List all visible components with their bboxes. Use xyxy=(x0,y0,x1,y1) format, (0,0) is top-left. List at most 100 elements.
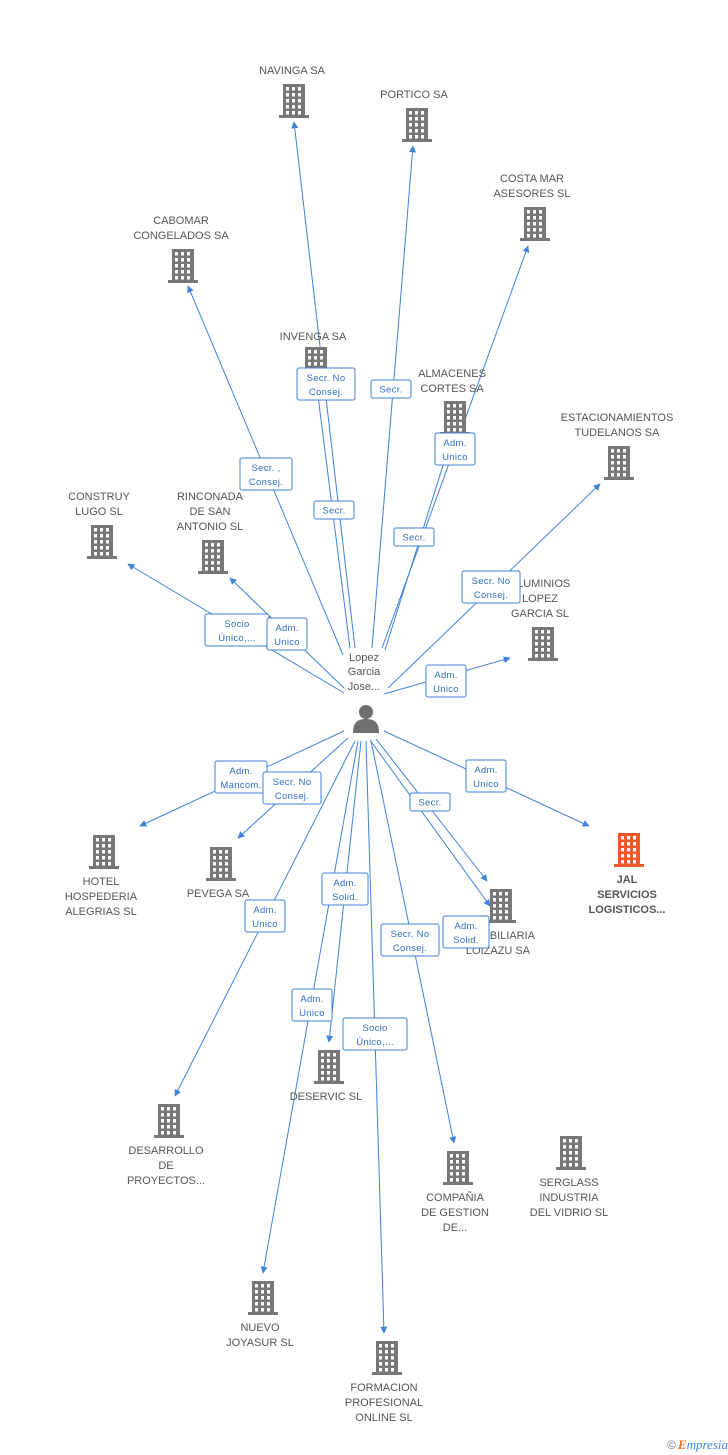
company-node-hotel[interactable]: HOTEL HOSPEDERIA ALEGRIAS SL xyxy=(65,835,138,918)
edge-role-label-costa-mar[interactable]: Adm.Unico xyxy=(434,432,476,466)
building-icon[interactable] xyxy=(206,847,236,881)
building-icon[interactable] xyxy=(443,1151,473,1185)
building-icon[interactable] xyxy=(198,540,228,574)
company-label-nuevo-joyasur-line-1[interactable]: NUEVO xyxy=(240,1322,280,1334)
building-icon[interactable] xyxy=(154,1104,184,1138)
company-label-serglass-line-3[interactable]: DEL VIDRIO SL xyxy=(530,1207,608,1219)
edge-role-label-formacion[interactable]: SocioÚnico,... xyxy=(342,1017,408,1051)
edge-role-label-construy[interactable]: SocioÚnico,... xyxy=(204,613,270,647)
company-label-deservic-line-1[interactable]: DESERVIC SL xyxy=(290,1091,363,1103)
company-label-aluminios-line-1[interactable]: ALUMINIOS xyxy=(510,578,571,590)
edge-role-label-aluminios[interactable]: Adm.Unico xyxy=(425,664,467,698)
company-node-almacenes[interactable]: ALMACENES CORTES SA xyxy=(418,368,486,435)
company-label-hotel-line-3[interactable]: ALEGRIAS SL xyxy=(65,906,137,918)
edge-role-label-almacenes[interactable]: Secr. xyxy=(393,527,435,547)
company-node-deservic[interactable]: DESERVIC SL xyxy=(290,1050,363,1103)
company-label-formacion-line-3[interactable]: ONLINE SL xyxy=(355,1412,412,1424)
building-icon[interactable] xyxy=(314,1050,344,1084)
company-node-jal[interactable]: JAL SERVICIOS LOGISTICOS... xyxy=(588,833,666,916)
edge-role-label-cabomar[interactable]: Secr. ,Consej. xyxy=(239,457,293,491)
company-node-formacion[interactable]: FORMACION PROFESIONAL ONLINE SL xyxy=(345,1341,423,1424)
company-node-aluminios[interactable]: ALUMINIOS LOPEZ GARCIA SL xyxy=(510,578,571,661)
company-label-desarrollo-line-1[interactable]: DESARROLLO xyxy=(128,1145,204,1157)
building-icon[interactable] xyxy=(372,1341,402,1375)
company-label-cabomar-line-1[interactable]: CABOMAR xyxy=(153,215,209,227)
company-label-almacenes-line-2[interactable]: CORTES SA xyxy=(420,383,484,395)
building-icon[interactable] xyxy=(248,1281,278,1315)
company-label-compania-line-1[interactable]: COMPAÑIA xyxy=(426,1191,485,1204)
center-person-node[interactable]: Lopez Garcia Jose... xyxy=(348,652,381,733)
edge-role-label-invenga[interactable]: Secr. xyxy=(313,500,355,520)
company-node-portico[interactable]: PORTICO SA xyxy=(380,89,448,142)
edge-role-label-hotel[interactable]: Adm.Mancom. xyxy=(214,760,268,794)
company-label-almacenes-line-1[interactable]: ALMACENES xyxy=(418,368,486,380)
company-label-construy-line-2[interactable]: LUGO SL xyxy=(75,506,123,518)
company-node-pevega[interactable]: PEVEGA SA xyxy=(187,847,250,900)
edge-role-label-inmobiliaria[interactable]: Adm.Solid. xyxy=(442,915,490,949)
company-label-serglass-line-1[interactable]: SERGLASS xyxy=(539,1177,598,1189)
company-label-jal-line-2[interactable]: SERVICIOS xyxy=(597,889,657,901)
company-label-hotel-line-1[interactable]: HOTEL xyxy=(83,876,120,888)
building-icon[interactable] xyxy=(486,889,516,923)
company-node-desarrollo[interactable]: DESARROLLO DE PROYECTOS... xyxy=(127,1104,205,1187)
company-label-nuevo-joyasur-line-2[interactable]: JOYASUR SL xyxy=(226,1337,294,1349)
company-label-formacion-line-2[interactable]: PROFESIONAL xyxy=(345,1397,423,1409)
building-icon-highlight[interactable] xyxy=(614,833,644,867)
company-node-serglass[interactable]: SERGLASS INDUSTRIA DEL VIDRIO SL xyxy=(530,1136,608,1219)
edge-role-label-nuevo-joyasur[interactable]: Adm.Unico xyxy=(291,988,333,1022)
company-node-nuevo-joyasur[interactable]: NUEVO JOYASUR SL xyxy=(226,1281,294,1349)
company-label-formacion-line-1[interactable]: FORMACION xyxy=(350,1382,417,1394)
company-label-hotel-line-2[interactable]: HOSPEDERIA xyxy=(65,891,138,903)
building-icon[interactable] xyxy=(440,401,470,435)
building-icon[interactable] xyxy=(604,446,634,480)
building-icon[interactable] xyxy=(520,207,550,241)
company-label-portico-line-1[interactable]: PORTICO SA xyxy=(380,89,448,101)
person-icon[interactable] xyxy=(353,705,379,733)
company-label-costa-mar-line-1[interactable]: COSTA MAR xyxy=(500,173,564,185)
company-label-pevega-line-1[interactable]: PEVEGA SA xyxy=(187,888,250,900)
company-label-rinconada-line-3[interactable]: ANTONIO SL xyxy=(177,521,243,533)
company-label-desarrollo-line-2[interactable]: DE xyxy=(158,1160,173,1172)
company-label-navinga-line-1[interactable]: NAVINGA SA xyxy=(259,65,325,77)
building-icon[interactable] xyxy=(556,1136,586,1170)
company-node-construy[interactable]: CONSTRUY LUGO SL xyxy=(68,491,131,559)
company-node-cabomar[interactable]: CABOMAR CONGELADOS SA xyxy=(133,215,229,283)
company-label-construy-line-1[interactable]: CONSTRUY xyxy=(68,491,130,503)
company-label-compania-line-3[interactable]: DE... xyxy=(443,1222,467,1234)
edge-role-label-inmobiliaria[interactable]: Secr. xyxy=(409,792,451,812)
edge-role-label-rinconada[interactable]: Adm.Unico xyxy=(266,617,308,651)
company-label-estacionamientos-line-1[interactable]: ESTACIONAMIENTOS xyxy=(561,412,674,424)
company-label-costa-mar-line-2[interactable]: ASESORES SL xyxy=(493,188,570,200)
building-icon[interactable] xyxy=(168,249,198,283)
building-icon[interactable] xyxy=(87,525,117,559)
building-icon[interactable] xyxy=(89,835,119,869)
company-label-invenga-line-1[interactable]: INVENGA SA xyxy=(280,331,347,343)
company-label-rinconada-line-1[interactable]: RINCONADA xyxy=(177,491,244,503)
company-label-rinconada-line-2[interactable]: DE SAN xyxy=(190,506,231,518)
company-label-desarrollo-line-3[interactable]: PROYECTOS... xyxy=(127,1175,205,1187)
company-node-estacionamientos[interactable]: ESTACIONAMIENTOS TUDELANOS SA xyxy=(561,412,674,480)
company-node-rinconada[interactable]: RINCONADA DE SAN ANTONIO SL xyxy=(177,491,244,574)
company-label-compania-line-2[interactable]: DE GESTION xyxy=(421,1207,489,1219)
building-icon[interactable] xyxy=(279,84,309,118)
company-label-aluminios-line-3[interactable]: GARCIA SL xyxy=(511,608,569,620)
company-label-aluminios-line-2[interactable]: LOPEZ xyxy=(522,593,558,605)
edge-role-label-portico[interactable]: Secr. xyxy=(370,379,412,399)
edge-role-label-desarrollo[interactable]: Adm.Unico xyxy=(244,899,286,933)
edge-role-label-deservic[interactable]: Adm.Solid. xyxy=(321,872,369,906)
company-label-estacionamientos-line-2[interactable]: TUDELANOS SA xyxy=(575,427,661,439)
company-label-serglass-line-2[interactable]: INDUSTRIA xyxy=(539,1192,599,1204)
company-node-costa-mar[interactable]: COSTA MAR ASESORES SL xyxy=(493,173,571,241)
company-label-jal-line-3[interactable]: LOGISTICOS... xyxy=(588,904,665,916)
company-label-jal-line-1[interactable]: JAL xyxy=(617,874,638,886)
company-label-cabomar-line-2[interactable]: CONGELADOS SA xyxy=(133,230,229,242)
building-icon[interactable] xyxy=(402,108,432,142)
company-node-compania[interactable]: COMPAÑIA DE GESTION DE... xyxy=(421,1151,489,1234)
edge-role-label-jal[interactable]: Adm.Unico xyxy=(465,759,507,793)
company-node-navinga[interactable]: NAVINGA SA xyxy=(259,65,326,118)
building-icon[interactable] xyxy=(528,627,558,661)
